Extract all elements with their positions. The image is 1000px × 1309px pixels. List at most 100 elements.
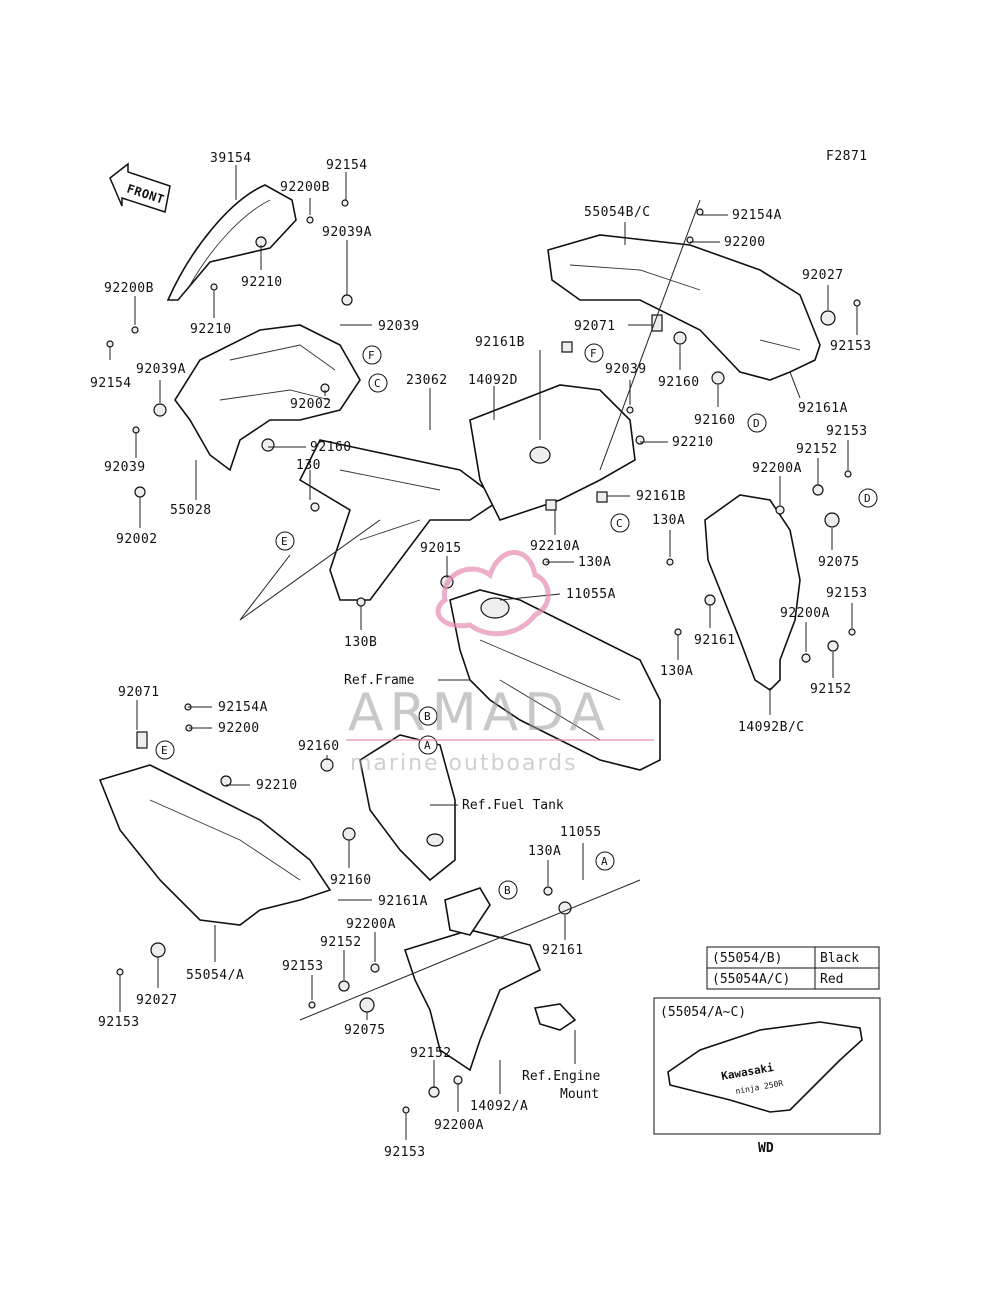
watermark: ARMADA marine outboards	[346, 550, 654, 776]
part-label: 92075	[344, 1023, 386, 1038]
part-label: 92153	[830, 339, 872, 354]
part-label: 92015	[420, 541, 462, 556]
part-label: 92153	[384, 1145, 426, 1160]
part-label: 92152	[796, 442, 838, 457]
part-label: 92210A	[530, 539, 580, 554]
part-label: 92200B	[280, 180, 330, 195]
part-label: 92027	[136, 993, 178, 1008]
part-label: 92071	[574, 319, 616, 334]
color-table-color: Red	[820, 972, 843, 987]
lower-side-cowl-part	[98, 764, 332, 926]
part-label: 92027	[802, 268, 844, 283]
part-labels: 39154 92154 92200B 92200B 92210 92210 92…	[90, 151, 872, 1160]
engine-mount-bracket-part	[533, 1003, 577, 1031]
part-label: 92210	[256, 778, 298, 793]
fasteners	[106, 199, 861, 1114]
figure-code: F2871	[826, 149, 868, 164]
ref-engine-mount-label: Ref.Engine	[522, 1069, 600, 1084]
part-label: 92154A	[732, 208, 782, 223]
part-label: 39154	[210, 151, 252, 166]
watermark-title: ARMADA	[348, 683, 611, 743]
ref-fuel-tank-label: Ref.Fuel Tank	[462, 798, 564, 813]
part-label: 92160	[330, 873, 372, 888]
windscreen-part	[166, 184, 297, 301]
part-label: 92160	[694, 413, 736, 428]
part-label: 92039	[605, 362, 647, 377]
part-label: 14092/A	[470, 1099, 528, 1114]
part-label: 92152	[810, 682, 852, 697]
part-label: 92161	[694, 633, 736, 648]
part-label: 130A	[578, 555, 611, 570]
part-label: 55054B/C	[584, 205, 651, 220]
part-label: 130A	[660, 664, 693, 679]
part-label: 14092B/C	[738, 720, 805, 735]
part-label: 23062	[406, 373, 448, 388]
part-label: 92153	[282, 959, 324, 974]
part-label: 92153	[826, 586, 868, 601]
part-label: 92039A	[322, 225, 372, 240]
under-bracket-part	[444, 887, 491, 936]
part-label: 130A	[528, 844, 561, 859]
part-label: 92039	[378, 319, 420, 334]
part-label: 92152	[320, 935, 362, 950]
part-label: 11055A	[566, 587, 616, 602]
callout-label: E	[281, 535, 288, 548]
part-label: 92200	[724, 235, 766, 250]
part-label: 92210	[241, 275, 283, 290]
callout-label: C	[616, 517, 623, 530]
part-label: 11055	[560, 825, 602, 840]
under-cowl-part	[403, 929, 542, 1072]
decal-inset: (55054/A~C) Kawasaki ninja 250R WD	[653, 997, 881, 1156]
right-inner-cowl-part	[704, 494, 801, 692]
part-label: 92161B	[475, 335, 525, 350]
color-table-code: (55054/B)	[712, 951, 782, 966]
part-label: 92200A	[780, 606, 830, 621]
part-label: 55028	[170, 503, 212, 518]
front-arrow-icon: FRONT	[109, 162, 171, 213]
part-label: 130A	[652, 513, 685, 528]
part-label: 92154	[90, 376, 132, 391]
callout-label: B	[504, 884, 511, 897]
part-label: 92200A	[434, 1118, 484, 1133]
part-label: 92153	[826, 424, 868, 439]
part-label: 92039	[104, 460, 146, 475]
frame-part	[449, 589, 661, 771]
callout-label: B	[424, 710, 431, 723]
part-label: 92002	[290, 397, 332, 412]
part-label: 92161B	[636, 489, 686, 504]
ref-engine-mount-label-2: Mount	[560, 1087, 599, 1102]
part-label: 14092D	[468, 373, 518, 388]
part-label: 92161A	[798, 401, 848, 416]
part-label: 92200B	[104, 281, 154, 296]
leader-lines	[109, 165, 858, 1140]
callout-label: E	[161, 744, 168, 757]
part-label: 92152	[410, 1046, 452, 1061]
part-label: 92210	[672, 435, 714, 450]
part-label: 92160	[298, 739, 340, 754]
part-label: 92154A	[218, 700, 268, 715]
part-label: 55054/A	[186, 968, 244, 983]
callout-label: F	[368, 349, 375, 362]
part-label: 92002	[116, 532, 158, 547]
inner-cowl-part	[174, 324, 361, 472]
callout-label: D	[753, 417, 760, 430]
part-label: 92200A	[752, 461, 802, 476]
part-label: 92154	[326, 158, 368, 173]
color-table: (55054/B) Black (55054A/C) Red	[706, 946, 880, 990]
callout-label: C	[374, 377, 381, 390]
part-label: 92039A	[136, 362, 186, 377]
part-label: 92200	[218, 721, 260, 736]
meter-cover-part	[469, 384, 636, 521]
inset-caption: WD	[758, 1141, 774, 1156]
part-label: 92160	[658, 375, 700, 390]
color-table-color: Black	[820, 951, 859, 966]
callout-label: D	[864, 492, 871, 505]
watermark-subtitle: marine outboards	[350, 751, 578, 776]
part-label: 92160	[310, 440, 352, 455]
ref-frame-label: Ref.Frame	[344, 673, 415, 688]
part-label: 92161A	[378, 894, 428, 909]
part-label: 130B	[344, 635, 377, 650]
callout-label: A	[601, 855, 608, 868]
inset-title: (55054/A~C)	[660, 1005, 746, 1020]
